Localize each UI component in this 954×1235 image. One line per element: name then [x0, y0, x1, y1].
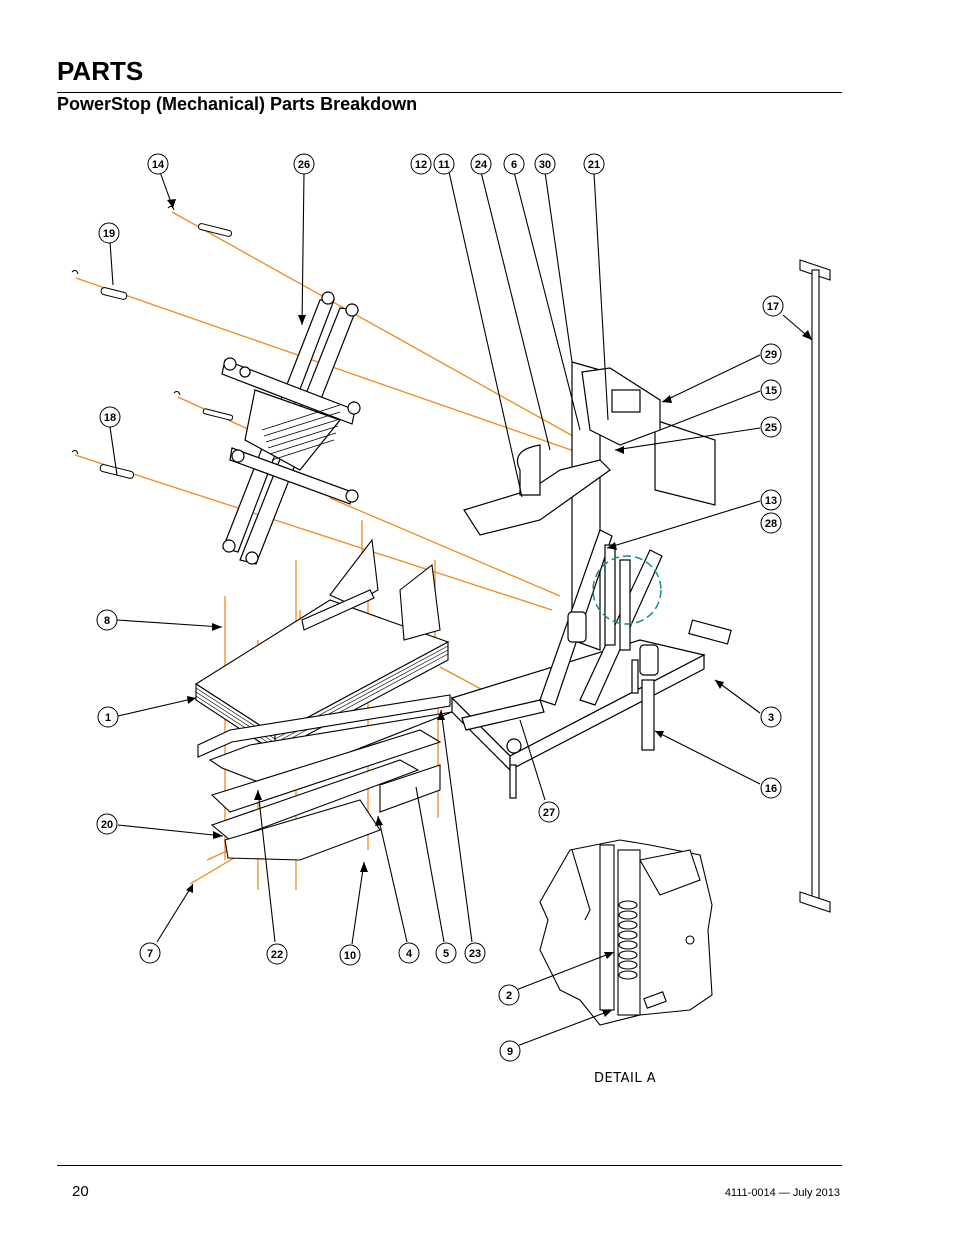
- callout-30: 30: [534, 153, 556, 175]
- callout-19: 19: [98, 222, 120, 244]
- svg-text:7: 7: [147, 948, 153, 960]
- svg-text:8: 8: [104, 615, 110, 627]
- callout-27: 27: [538, 801, 560, 823]
- svg-text:21: 21: [588, 159, 600, 171]
- detail-a-circle: [592, 555, 662, 625]
- header-rule: [57, 92, 842, 93]
- svg-text:4: 4: [406, 948, 413, 960]
- svg-text:2: 2: [506, 990, 512, 1002]
- detail-a-view: [539, 839, 713, 1026]
- callout-25: 25: [760, 416, 782, 438]
- callout-14: 14: [147, 153, 169, 175]
- svg-text:10: 10: [344, 950, 356, 962]
- callout-9: 9: [499, 1040, 521, 1062]
- document-reference: 4111-0014 — July 2013: [724, 1187, 840, 1199]
- svg-text:27: 27: [543, 807, 555, 819]
- svg-text:30: 30: [539, 159, 551, 171]
- svg-text:29: 29: [765, 349, 777, 361]
- callout-18: 18: [99, 406, 121, 428]
- callout-12: 12: [410, 153, 432, 175]
- svg-text:18: 18: [104, 412, 116, 424]
- callout-16: 16: [760, 777, 782, 799]
- callouts: 14 26 12 11 24 6 30 21 19 17 29 15 25 18…: [96, 153, 784, 1062]
- handle-rod: [799, 259, 831, 913]
- svg-text:25: 25: [765, 422, 777, 434]
- svg-text:13: 13: [765, 495, 777, 507]
- callout-6: 6: [503, 153, 525, 175]
- svg-text:22: 22: [271, 949, 283, 961]
- scissor-linkage: [221, 291, 361, 565]
- callout-29: 29: [760, 343, 782, 365]
- callout-23: 23: [464, 942, 486, 964]
- svg-text:5: 5: [443, 948, 449, 960]
- main-frame: [450, 361, 732, 799]
- svg-text:3: 3: [768, 712, 774, 724]
- callout-7: 7: [139, 942, 161, 964]
- callout-17: 17: [762, 295, 784, 317]
- callout-4: 4: [398, 942, 420, 964]
- callout-24: 24: [470, 153, 492, 175]
- callout-13: 13: [760, 489, 782, 511]
- callout-20: 20: [96, 813, 118, 835]
- section-title: PARTS: [57, 56, 144, 86]
- svg-text:1: 1: [105, 712, 111, 724]
- svg-text:6: 6: [511, 159, 517, 171]
- svg-text:16: 16: [765, 783, 777, 795]
- svg-text:9: 9: [507, 1046, 513, 1058]
- svg-text:28: 28: [765, 518, 777, 530]
- svg-text:23: 23: [469, 948, 481, 960]
- pins-hardware: [71, 205, 234, 479]
- callout-22: 22: [266, 943, 288, 965]
- svg-text:19: 19: [103, 228, 115, 240]
- callout-15: 15: [760, 379, 782, 401]
- callout-5: 5: [435, 942, 457, 964]
- detail-a-label: DETAIL A: [594, 1071, 656, 1086]
- callout-3: 3: [760, 706, 782, 728]
- callout-11: 11: [433, 153, 455, 175]
- svg-text:15: 15: [765, 385, 777, 397]
- leader-arrowheads: [167, 199, 812, 1017]
- callout-21: 21: [583, 153, 605, 175]
- callout-28: 28: [760, 512, 782, 534]
- svg-text:17: 17: [767, 301, 779, 313]
- svg-text:20: 20: [101, 819, 113, 831]
- callout-2: 2: [498, 984, 520, 1006]
- svg-text:14: 14: [152, 159, 165, 171]
- callout-8: 8: [96, 609, 118, 631]
- svg-text:26: 26: [298, 159, 310, 171]
- leader-lines: [109, 171, 813, 1047]
- svg-text:11: 11: [438, 159, 450, 171]
- callout-10: 10: [339, 944, 361, 966]
- page-subtitle: PowerStop (Mechanical) Parts Breakdown: [57, 94, 418, 114]
- svg-text:12: 12: [415, 159, 427, 171]
- callout-1: 1: [97, 706, 119, 728]
- page-number: 20: [72, 1183, 89, 1200]
- footer-rule: [57, 1165, 842, 1166]
- callout-26: 26: [293, 153, 315, 175]
- svg-text:24: 24: [475, 159, 488, 171]
